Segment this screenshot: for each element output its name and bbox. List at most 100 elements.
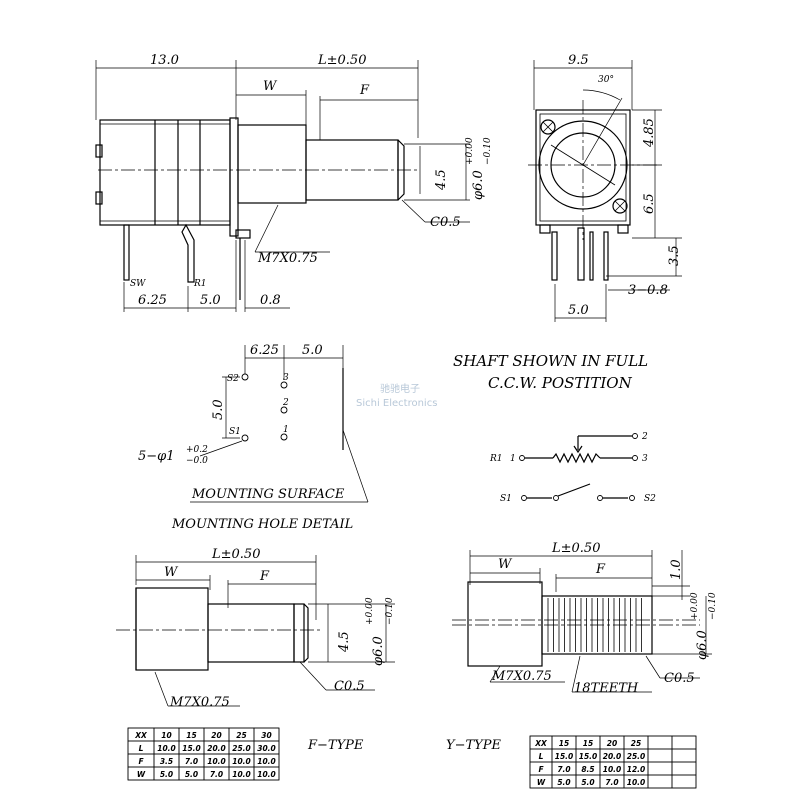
pin-sw-label: SW [130, 279, 146, 289]
f-table-cell: 10.0 [257, 757, 276, 766]
f-dim-flat: 4.5 [337, 631, 352, 653]
f-thread-label: M7X0.75 [169, 695, 230, 710]
dim-hole-625: 6.25 [250, 343, 279, 358]
shaft-note-line2: C.C.W. POSTITION [488, 374, 633, 392]
hole-s1-label: S1 [229, 427, 241, 437]
dim-f: F [359, 83, 370, 98]
f-table-cell: 10.0 [232, 757, 251, 766]
f-table-cell: 7.0 [210, 770, 223, 779]
f-dim-diameter-upper: +0.00 [365, 597, 375, 625]
dim-pin-625: 6.25 [138, 293, 167, 308]
y-type-label: Y−TYPE [446, 738, 501, 753]
y-cell-border [671, 748, 697, 763]
y-table-cell: 7.0 [557, 765, 570, 774]
y-dim-10: 1.0 [669, 559, 684, 580]
y-teeth-label: 18TEETH [574, 681, 639, 696]
pin-r1-label: R1 [193, 279, 207, 289]
dim-w: W [263, 79, 278, 94]
y-table-cell: 12.0 [627, 765, 646, 774]
y-table-cell: 15.0 [579, 752, 598, 761]
schematic-pin1: 1 [510, 454, 516, 464]
f-table-cell: 10.0 [207, 757, 226, 766]
hole-spec-upper: +0.2 [186, 445, 208, 455]
f-table-cell: 30.0 [257, 744, 276, 753]
f-header-cell: 30 [261, 731, 271, 740]
hole-spec: 5−φ1 [138, 449, 175, 464]
pot-body [99, 119, 231, 226]
dim-pin-08: 0.8 [260, 293, 281, 308]
f-table-cell: 7.0 [185, 757, 198, 766]
threaded-bushing [237, 124, 307, 204]
schematic-pin2: 2 [641, 432, 648, 442]
f-dim-diameter: φ6.0 [371, 636, 386, 666]
mounting-surface-label: MOUNTING SURFACE [191, 487, 345, 502]
f-table-cell: F [138, 757, 144, 766]
schematic-r1: R1 [489, 454, 503, 464]
dim-pin-50: 5.0 [200, 293, 221, 308]
f-table-cell: L [139, 744, 144, 753]
watermark-en: Sichi Electronics [356, 398, 437, 409]
f-header-cell: 25 [236, 731, 246, 740]
y-cell-border [671, 735, 697, 750]
resistor-symbol [552, 452, 601, 464]
y-chamfer-label: C0.5 [664, 671, 695, 686]
f-type-label: F−TYPE [307, 738, 364, 753]
y-table-cell: 5.0 [557, 778, 570, 787]
f-table-cell: 10.0 [232, 770, 251, 779]
schematic-s1: S1 [500, 494, 512, 504]
hole-spec-lower: −0.0 [186, 456, 208, 466]
dim-width-95: 9.5 [568, 53, 589, 68]
pin-r1 [181, 223, 195, 283]
circuit-schematic: R1 1 3 2 S1 S2 [489, 432, 656, 504]
y-header-cell: 15 [583, 739, 593, 748]
dim-485: 4.85 [642, 118, 657, 148]
screw-bottom [612, 198, 628, 214]
y-table-cell: 10.0 [627, 778, 646, 787]
f-dim-w: W [164, 565, 179, 580]
y-thread-label: M7X0.75 [491, 669, 552, 684]
f-dim-f: F [259, 569, 270, 584]
f-table-frame [127, 727, 280, 781]
dim-65: 6.5 [642, 193, 657, 214]
chamfer-label: C0.5 [430, 215, 461, 230]
y-cell-border [647, 735, 673, 750]
dim-body-length: 13.0 [150, 53, 179, 68]
f-chamfer-label: C0.5 [334, 679, 365, 694]
f-header-cell: 15 [186, 731, 196, 740]
y-table-cell: 15.0 [555, 752, 574, 761]
y-dim-diameter-lower: −0.10 [708, 592, 718, 620]
shaft-note: SHAFT SHOWN IN FULL C.C.W. POSTITION 驰驰电… [356, 352, 648, 409]
y-knurled-shaft [541, 595, 653, 655]
dim-angle: 30° [598, 75, 614, 85]
f-table-cell: 10.0 [157, 744, 176, 753]
front-pin-mid [577, 227, 585, 281]
f-table-cell: 20.0 [207, 744, 226, 753]
dim-35: 3.5 [667, 245, 682, 266]
y-dim-diameter-upper: +0.00 [690, 592, 700, 620]
y-table-cell: L [539, 752, 544, 761]
f-table-cell: 5.0 [160, 770, 173, 779]
front-pin-left [551, 231, 558, 281]
y-table-cell: 5.0 [581, 778, 594, 787]
watermark-cn: 驰驰电子 [380, 382, 420, 395]
f-header-cell: 20 [211, 731, 221, 740]
f-table-cell: W [137, 770, 146, 779]
hole-2-label: 2 [282, 398, 289, 408]
mounting-detail-title: MOUNTING HOLE DETAIL [171, 517, 353, 532]
f-header-cell: 10 [161, 731, 171, 740]
f-dim-diameter-lower: −0.10 [385, 597, 395, 625]
y-header-cell: 20 [607, 739, 617, 748]
y-dim-diameter: φ6.0 [695, 630, 710, 660]
f-shaft-flat [293, 603, 305, 663]
y-table-cell: 25.0 [627, 752, 646, 761]
dim-hole-50: 5.0 [302, 343, 323, 358]
switch-lever [557, 483, 591, 497]
f-table-cell: 10.0 [257, 770, 276, 779]
y-cell-border [647, 761, 673, 776]
hole-1-label: 1 [283, 425, 289, 435]
y-table-cell: W [537, 778, 546, 787]
f-table-cell: 25.0 [232, 744, 251, 753]
y-table-cell: F [538, 765, 544, 774]
